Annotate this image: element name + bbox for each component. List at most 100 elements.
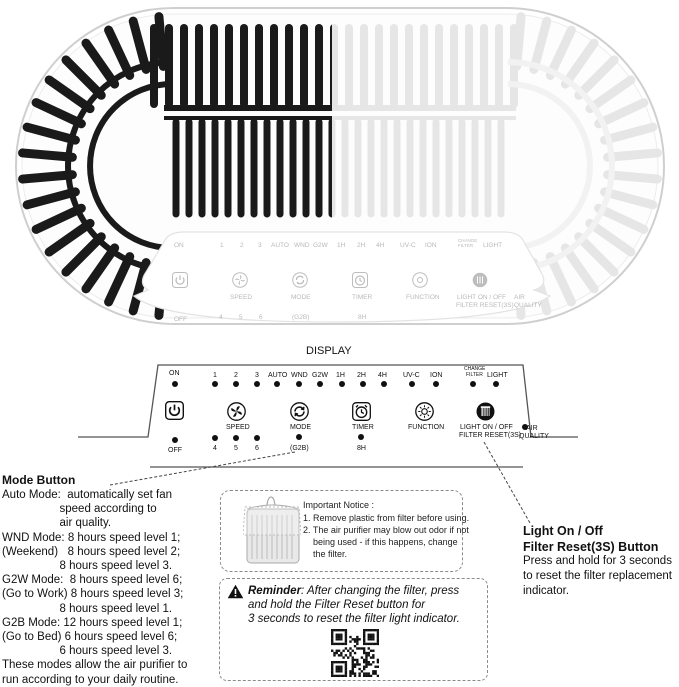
mode-line: These modes allow the air purifier to <box>2 659 188 672</box>
qr-module <box>340 651 343 655</box>
qr-module <box>365 658 368 662</box>
qr-module <box>333 661 336 664</box>
display-label-change: CHANGE <box>464 366 486 372</box>
qr-module <box>372 654 375 657</box>
qr-module <box>344 672 348 675</box>
qr-module <box>331 663 334 666</box>
qr-module <box>356 638 359 641</box>
qr-module <box>358 667 361 671</box>
qr-module <box>347 649 350 652</box>
qr-module <box>331 667 334 671</box>
qr-module <box>369 663 373 666</box>
qr-module <box>353 658 357 662</box>
qr-module <box>374 672 377 675</box>
device-label-quality: QUALITY <box>514 302 542 309</box>
indicator-uvc <box>409 381 415 387</box>
device-timer-icon[interactable] <box>352 272 368 288</box>
important-notice-box: Important Notice : 1. Remove plastic fro… <box>220 490 469 572</box>
filter-illustration-icon <box>243 496 301 564</box>
grille-slat <box>31 98 86 129</box>
qr-module <box>340 633 343 636</box>
qr-module <box>335 667 338 671</box>
grille-arc <box>507 81 593 251</box>
qr-module <box>335 651 338 655</box>
qr-module <box>369 629 373 632</box>
reminder-box: Reminder: After changing the filter, pre… <box>219 578 488 681</box>
qr-module <box>331 638 334 641</box>
qr-module <box>372 635 375 639</box>
filter-icon[interactable] <box>476 402 495 421</box>
device-label-g2b: (G2B) <box>292 314 310 321</box>
display-label-wnd: WND <box>291 372 308 379</box>
qr-module <box>367 635 370 639</box>
qr-module <box>376 674 379 677</box>
qr-module <box>363 638 366 641</box>
qr-module <box>344 631 348 634</box>
display-label-light: LIGHT <box>487 372 508 379</box>
device-label-timer: TIMER <box>352 294 373 301</box>
qr-module <box>376 638 379 641</box>
device-power-icon[interactable] <box>172 272 188 288</box>
indicator-wnd <box>296 381 302 387</box>
power-icon[interactable] <box>165 401 184 420</box>
notice-line-1: 1. Remove plastic from filter before usi… <box>303 513 470 523</box>
qr-module <box>331 665 334 668</box>
device-mode-cycle-icon[interactable] <box>292 272 308 288</box>
qr-module <box>337 638 341 641</box>
sun-icon[interactable] <box>415 402 434 421</box>
qr-module <box>374 642 377 646</box>
qr-module <box>363 635 366 639</box>
alarm-clock-icon[interactable] <box>352 402 371 421</box>
display-label-uvc: UV-C <box>403 372 420 379</box>
qr-module <box>358 674 361 677</box>
device-label-ion: ION <box>425 242 437 249</box>
device-filter-icon[interactable] <box>472 272 488 288</box>
device-fan-icon[interactable] <box>232 272 248 288</box>
qr-module <box>369 635 373 639</box>
qr-module <box>342 674 345 677</box>
display-label-2h: 2H <box>357 372 366 379</box>
qr-module <box>351 672 354 675</box>
fan-icon[interactable] <box>227 402 246 421</box>
mode-line: run according to your daily routine. <box>2 673 179 686</box>
qr-module <box>372 649 375 652</box>
qr-module <box>344 629 348 632</box>
qr-module <box>335 674 338 677</box>
device-label-4h: 4H <box>376 242 385 249</box>
qr-module <box>344 635 348 639</box>
qr-module <box>372 638 375 641</box>
grille-slat <box>104 25 135 80</box>
qr-module <box>369 649 373 652</box>
qr-module <box>365 656 368 659</box>
qr-module <box>331 672 334 675</box>
device-sun-icon[interactable] <box>412 272 428 288</box>
qr-module <box>337 629 341 632</box>
qr-module <box>376 633 379 636</box>
device-label-light: LIGHT <box>483 242 503 249</box>
qr-module <box>367 674 370 677</box>
grille-slat <box>603 170 662 184</box>
indicator-auto <box>274 381 280 387</box>
qr-module <box>367 661 370 664</box>
qr-module <box>342 629 345 632</box>
device-label-4: 4 <box>219 314 223 321</box>
grille-slat <box>31 203 86 234</box>
qr-module <box>369 633 373 636</box>
qr-module <box>351 663 354 666</box>
device-label-on: ON <box>174 242 184 249</box>
grille-slat <box>154 12 168 71</box>
qr-module <box>353 638 357 641</box>
qr-module <box>376 629 379 632</box>
mode-cycle-icon[interactable] <box>290 402 309 421</box>
display-label-2: 2 <box>234 372 238 379</box>
qr-module <box>353 651 357 655</box>
qr-module <box>331 649 334 652</box>
qr-module <box>344 674 348 677</box>
qr-module <box>344 633 348 636</box>
qr-module <box>344 663 348 666</box>
qr-module <box>337 674 341 677</box>
display-label-5: 5 <box>234 445 238 452</box>
warning-icon <box>227 584 244 599</box>
grille-arc <box>87 81 173 251</box>
qr-module <box>353 645 357 648</box>
